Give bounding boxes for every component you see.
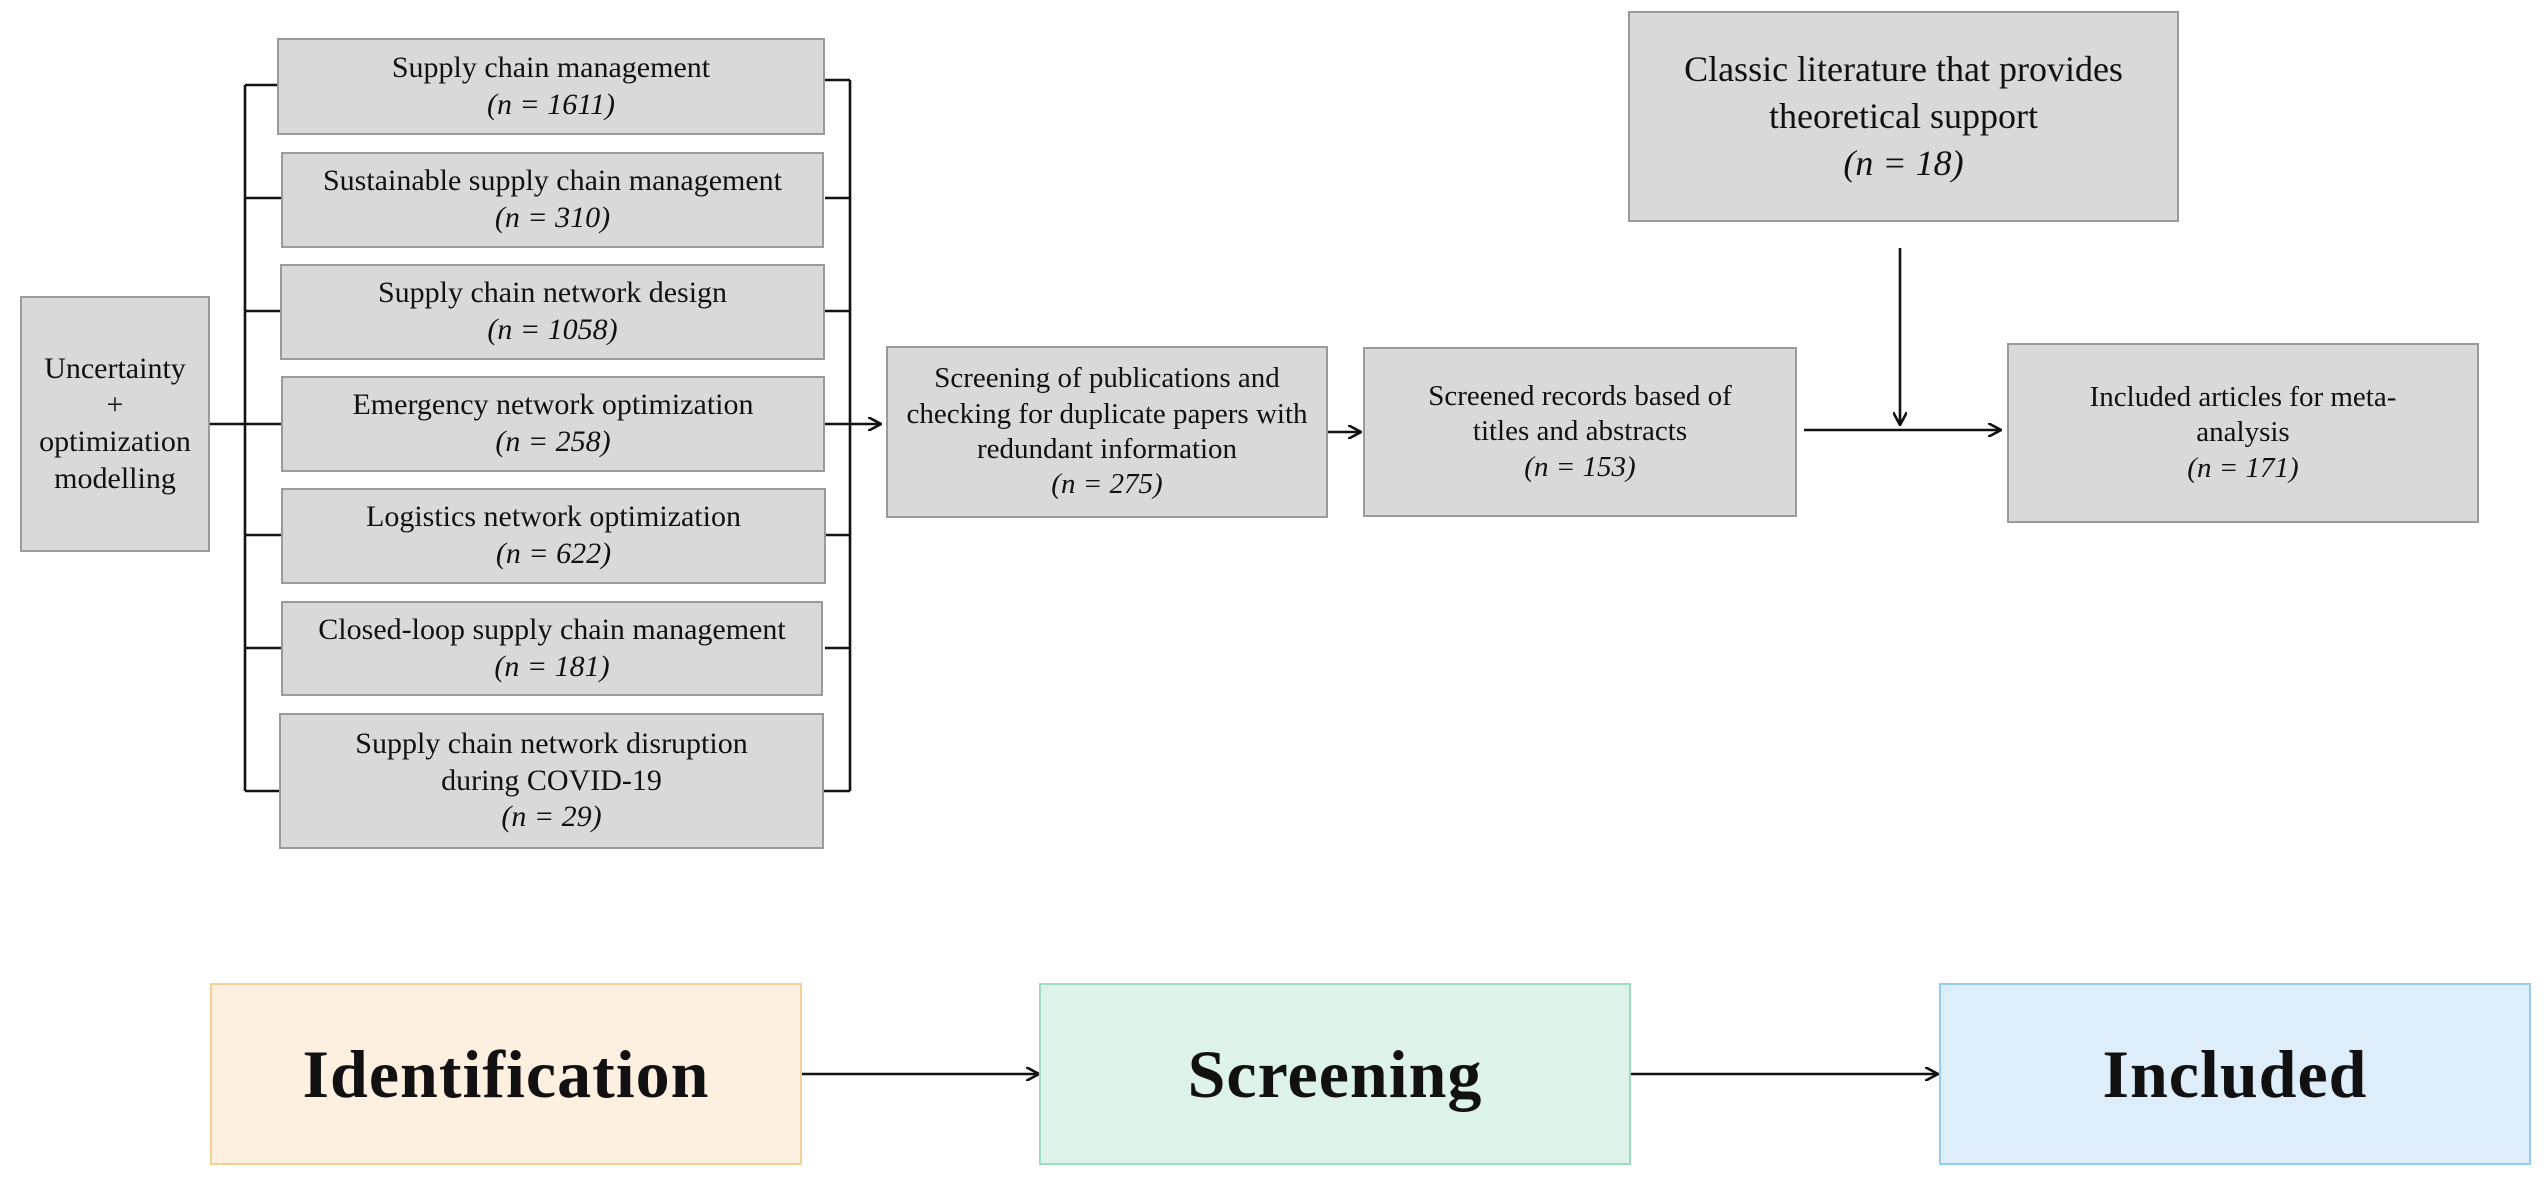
classic-literature-box: Classic literature that provides theoret… [1628,11,2179,222]
category-count: (n = 1058) [487,313,618,346]
classic-count: (n = 18) [1843,142,1964,183]
category-box-1: Supply chain management (n = 1611) [277,38,825,135]
category-count: (n = 29) [501,800,602,834]
screening-label: Screening of publications and checking f… [906,362,1308,465]
category-label: Sustainable supply chain management [322,164,783,198]
category-label: Supply chain network design [377,276,728,310]
screening-count: (n = 275) [1051,468,1163,501]
source-line-3: optimization [39,425,191,458]
category-label: Closed-loop supply chain management [318,612,786,646]
screening-box: Screening of publications and checking f… [886,346,1328,518]
source-line-1: Uncertainty [44,351,186,385]
category-count: (n = 258) [495,425,611,458]
included-label: Included articles for meta-analysis [2089,380,2397,449]
stage-identification: Identification [210,983,802,1165]
included-box: Included articles for meta-analysis (n =… [2007,343,2479,523]
category-box-7: Supply chain network disruption during C… [279,713,824,849]
category-label: Supply chain management [391,50,711,84]
category-label: Supply chain network disruption during C… [355,727,748,797]
stage-screening-label: Screening [1187,1035,1483,1112]
category-count: (n = 622) [495,537,612,570]
classic-label: Classic literature that provides theoret… [1684,49,2123,137]
stage-identification-label: Identification [302,1035,710,1112]
category-box-2: Sustainable supply chain management (n =… [281,152,824,248]
category-box-5: Logistics network optimization (n = 622) [281,488,826,584]
included-count: (n = 171) [2187,451,2299,484]
stage-included-label: Included [2102,1035,2368,1112]
source-line-2: + [106,388,124,422]
category-count: (n = 1611) [487,87,615,121]
source-line-4: modelling [54,461,176,495]
screened-box: Screened records based of titles and abs… [1363,347,1797,517]
source-box: Uncertainty + optimization modelling [20,296,210,552]
stage-included: Included [1939,983,2531,1165]
screened-count: (n = 153) [1524,450,1636,483]
category-count: (n = 181) [494,649,610,683]
category-box-6: Closed-loop supply chain management (n =… [281,601,823,696]
category-label: Emergency network optimization [352,388,754,422]
category-label: Logistics network optimization [366,500,741,534]
category-box-4: Emergency network optimization (n = 258) [281,376,825,472]
screened-label: Screened records based of titles and abs… [1428,379,1732,448]
stage-screening: Screening [1039,983,1631,1165]
category-box-3: Supply chain network design (n = 1058) [280,264,825,360]
category-count: (n = 310) [494,201,611,234]
